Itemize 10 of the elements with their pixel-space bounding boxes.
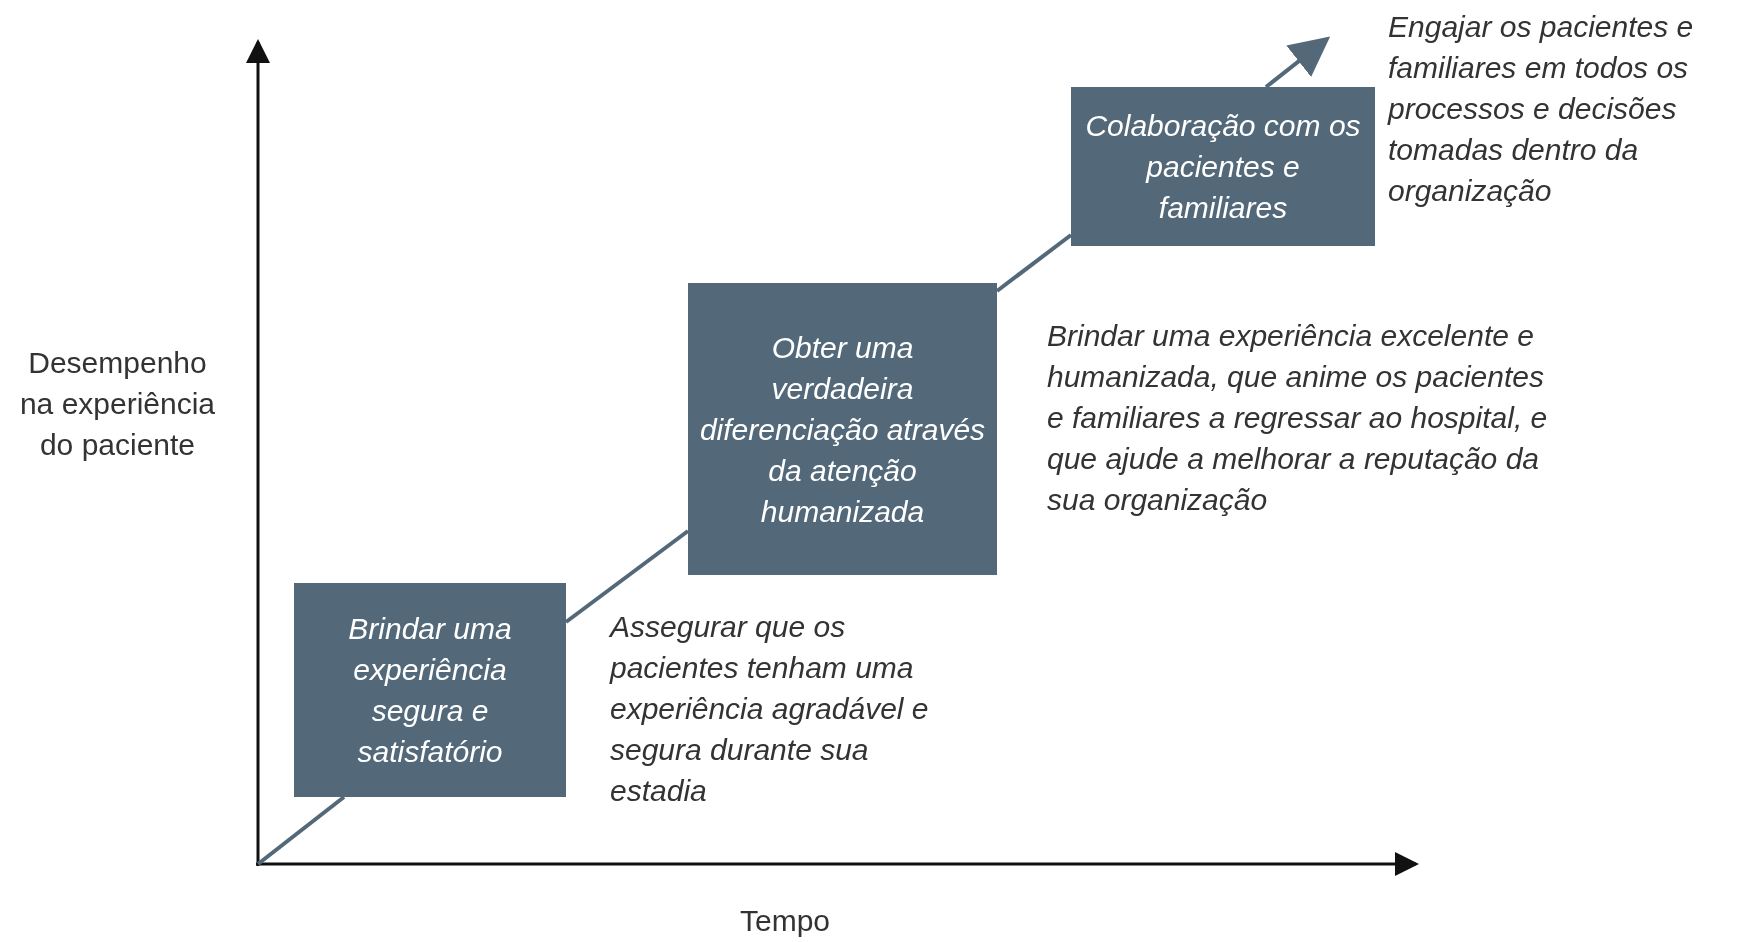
axis-label: Desempenho na experiência do paciente [18, 345, 217, 463]
stage-box: Obter uma verdadeira diferenciação através da atenção humanizada [688, 283, 997, 575]
description-text: Engajar os pacientes e familiares em todos os processos e decisões tomadas dentro da organização [1388, 9, 1695, 209]
stage-box: Colaboração com os pacientes e familiares [1071, 87, 1375, 246]
connector-line [256, 795, 346, 866]
description-text: Brindar uma experiência excelente e humanizada, que anime os pacientes e familiares a regressar ao hospital, e que ajude a melhorar a reputação da sua organização [1047, 318, 1549, 518]
axis-label: Tempo [738, 903, 831, 939]
description-text: Assegurar que os pacientes tenham uma experiência agradável e segura durante sua estadia [610, 609, 930, 809]
arrow [1264, 36, 1331, 89]
stage-box: Brindar uma experiência segura e satisfatório [294, 583, 566, 797]
